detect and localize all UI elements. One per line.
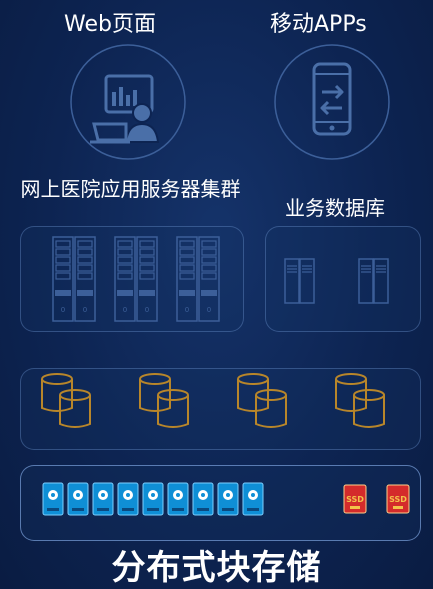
hard-disk-icon xyxy=(92,482,114,516)
web-page-label: Web页面 xyxy=(64,12,156,37)
hard-disk-icon xyxy=(117,482,139,516)
svg-text:0: 0 xyxy=(185,306,189,314)
database-server-icon xyxy=(358,258,389,304)
storage-cylinder-icon xyxy=(139,373,189,428)
storage-cylinder-icon xyxy=(335,373,385,428)
server-cluster-label: 网上医院应用服务器集群 xyxy=(20,177,241,201)
hard-disk-icon xyxy=(192,482,214,516)
hard-disk-icon xyxy=(167,482,189,516)
svg-text:0: 0 xyxy=(61,306,65,314)
hard-disk-icon xyxy=(67,482,89,516)
svg-text:0: 0 xyxy=(83,306,87,314)
database-panel xyxy=(265,226,421,332)
svg-text:SSD: SSD xyxy=(346,495,364,504)
mobile-phone-sync-icon xyxy=(274,44,390,160)
database-server-icon xyxy=(284,258,315,304)
hard-disk-icon xyxy=(142,482,164,516)
svg-text:SSD: SSD xyxy=(389,495,407,504)
hard-disk-icon xyxy=(217,482,239,516)
storage-cylinder-icon xyxy=(41,373,91,428)
business-database-label: 业务数据库 xyxy=(285,196,385,220)
storage-cylinder-icon xyxy=(237,373,287,428)
mobile-apps-label: 移动APPs xyxy=(270,12,367,37)
ssd-icon: SSD xyxy=(343,484,367,514)
svg-text:0: 0 xyxy=(145,306,149,314)
svg-text:0: 0 xyxy=(123,306,127,314)
hard-disk-icon xyxy=(242,482,264,516)
ssd-icon: SSD xyxy=(386,484,410,514)
web-dashboard-user-icon xyxy=(70,44,186,160)
hard-disk-icon xyxy=(42,482,64,516)
svg-text:0: 0 xyxy=(207,306,211,314)
storage-title: 分布式块存储 xyxy=(111,548,322,588)
